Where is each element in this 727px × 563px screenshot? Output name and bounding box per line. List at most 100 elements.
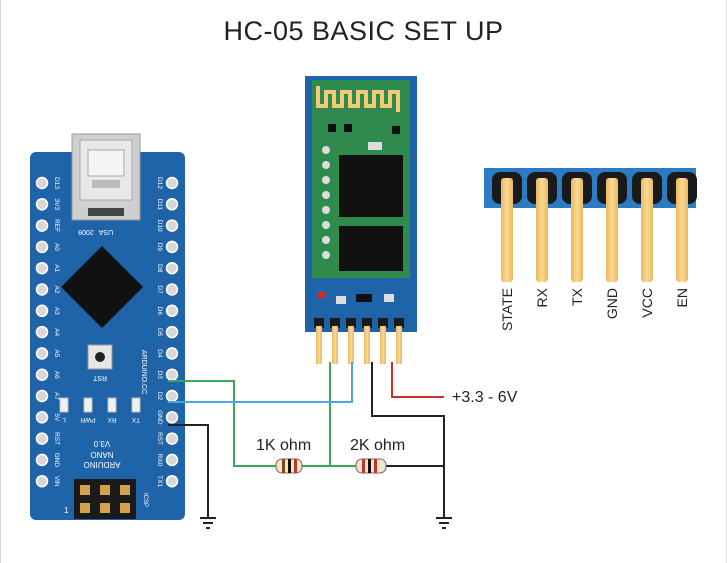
arduino-pin-hole <box>35 474 49 488</box>
arduino-cc-label: ARDUINO.CC <box>140 350 147 394</box>
usb-connector-icon <box>71 133 141 221</box>
arduino-pin-hole <box>35 304 49 318</box>
module-pin-base <box>330 318 340 328</box>
arduino-pin-label: RST <box>53 432 60 445</box>
version-label: V3.0 <box>93 439 110 448</box>
arduino-pin-hole <box>165 283 179 296</box>
arduino-pin-hole <box>165 347 179 360</box>
antenna-trace <box>316 86 400 112</box>
hc05-module <box>305 76 417 364</box>
module-pin-base <box>346 318 356 328</box>
module-pin <box>380 326 386 364</box>
arduino-pin-label: 3V3 <box>53 199 60 211</box>
arduino-pin-hole <box>165 325 179 339</box>
arduino-pin-label: RST <box>156 432 163 445</box>
arduino-pin-hole <box>35 368 49 381</box>
module-pins <box>314 318 404 364</box>
frame-left-border <box>0 0 1 563</box>
bluetooth-chip <box>339 155 403 217</box>
header-pin <box>606 178 618 282</box>
red-wire-vcc <box>391 362 444 398</box>
arduino-pin-label: D5 <box>156 328 163 337</box>
arduino-pin-hole <box>165 453 179 467</box>
arduino-pin-hole <box>165 219 179 232</box>
icsp-label: ICSP <box>142 493 148 507</box>
arduino-pin-label: A0 <box>53 243 60 251</box>
arduino-pin-label: REF <box>53 219 60 232</box>
arduino-pin-hole <box>165 474 179 488</box>
rst-label: RST <box>92 374 107 381</box>
header-pin <box>676 178 688 282</box>
header-pin-label: TX <box>569 287 585 306</box>
ground-symbol-icon <box>436 517 452 529</box>
led-icon <box>131 397 141 413</box>
header-pin-label: GND <box>604 288 620 319</box>
arduino-pin-label: D7 <box>156 285 163 294</box>
arduino-pin-hole <box>35 432 49 445</box>
arduino-pin-label: A6 <box>53 371 60 379</box>
diagram-title: HC-05 BASIC SET UP <box>223 16 504 46</box>
arduino-pin-label: D12 <box>156 177 163 189</box>
arduino-pin-label: D9 <box>156 243 163 252</box>
arduino-pin-hole <box>165 261 179 275</box>
arduino-pin-label: D2 <box>156 392 163 401</box>
arduino-pin-label: D4 <box>156 349 163 358</box>
arduino-pin-hole <box>35 176 49 190</box>
arduino-pin-hole <box>165 240 179 254</box>
header-pin <box>501 178 513 282</box>
resistor-1k-label: 1K ohm <box>256 437 311 454</box>
header-pin <box>571 178 583 282</box>
arduino-pin-hole <box>35 283 49 296</box>
module-pin-base <box>362 318 372 328</box>
arduino-pin-hole <box>165 411 179 424</box>
led-label: RX <box>107 416 117 423</box>
module-pin <box>396 326 402 364</box>
arduino-pin-label: D6 <box>156 307 163 316</box>
supply-voltage-label: +3.3 - 6V <box>452 389 518 406</box>
arduino-pin-label: A5 <box>53 349 60 357</box>
arduino-pin-hole <box>165 176 179 190</box>
led-icon <box>107 397 117 413</box>
board-body <box>30 152 185 520</box>
arduino-pin-hole <box>165 304 179 318</box>
icsp-pin-one-label: 1 <box>64 506 69 515</box>
arduino-pin-hole <box>165 198 179 211</box>
arduino-pin-hole <box>35 240 49 254</box>
resistor-2k-icon <box>355 458 387 474</box>
arduino-pin-label: D10 <box>156 220 163 232</box>
header-pin <box>641 178 653 282</box>
arduino-pin-hole <box>165 389 179 403</box>
module-pin-base <box>394 318 404 328</box>
arduino-label: ARDUINO <box>84 460 121 469</box>
green-wire-d3 <box>168 380 276 467</box>
arduino-pin-hole <box>35 411 49 424</box>
nano-label: NANO <box>90 450 113 459</box>
arduino-pin-label: RX0 <box>156 454 163 467</box>
flash-chip <box>339 226 403 271</box>
module-pin-base <box>314 318 324 328</box>
resistor-2k-label: 2K ohm <box>350 437 405 454</box>
arduino-pin-label: A1 <box>53 264 60 272</box>
led-label: L <box>62 416 66 423</box>
arduino-pin-hole <box>35 325 49 339</box>
led-icon <box>59 397 69 413</box>
icsp-header <box>74 479 136 519</box>
arduino-pin-label: A4 <box>53 328 60 336</box>
arduino-pin-hole <box>165 368 179 381</box>
arduino-pin-label: D8 <box>156 264 163 273</box>
arduino-pin-hole <box>35 347 49 360</box>
ground-symbol-icon <box>200 517 216 529</box>
arduino-pin-hole <box>35 453 49 467</box>
arduino-pin-label: VIN <box>53 476 60 487</box>
arduino-pin-label: A2 <box>53 286 60 294</box>
wiring <box>168 362 445 518</box>
arduino-pin-label: GND <box>156 410 163 425</box>
resistor-1k-icon <box>275 458 303 474</box>
